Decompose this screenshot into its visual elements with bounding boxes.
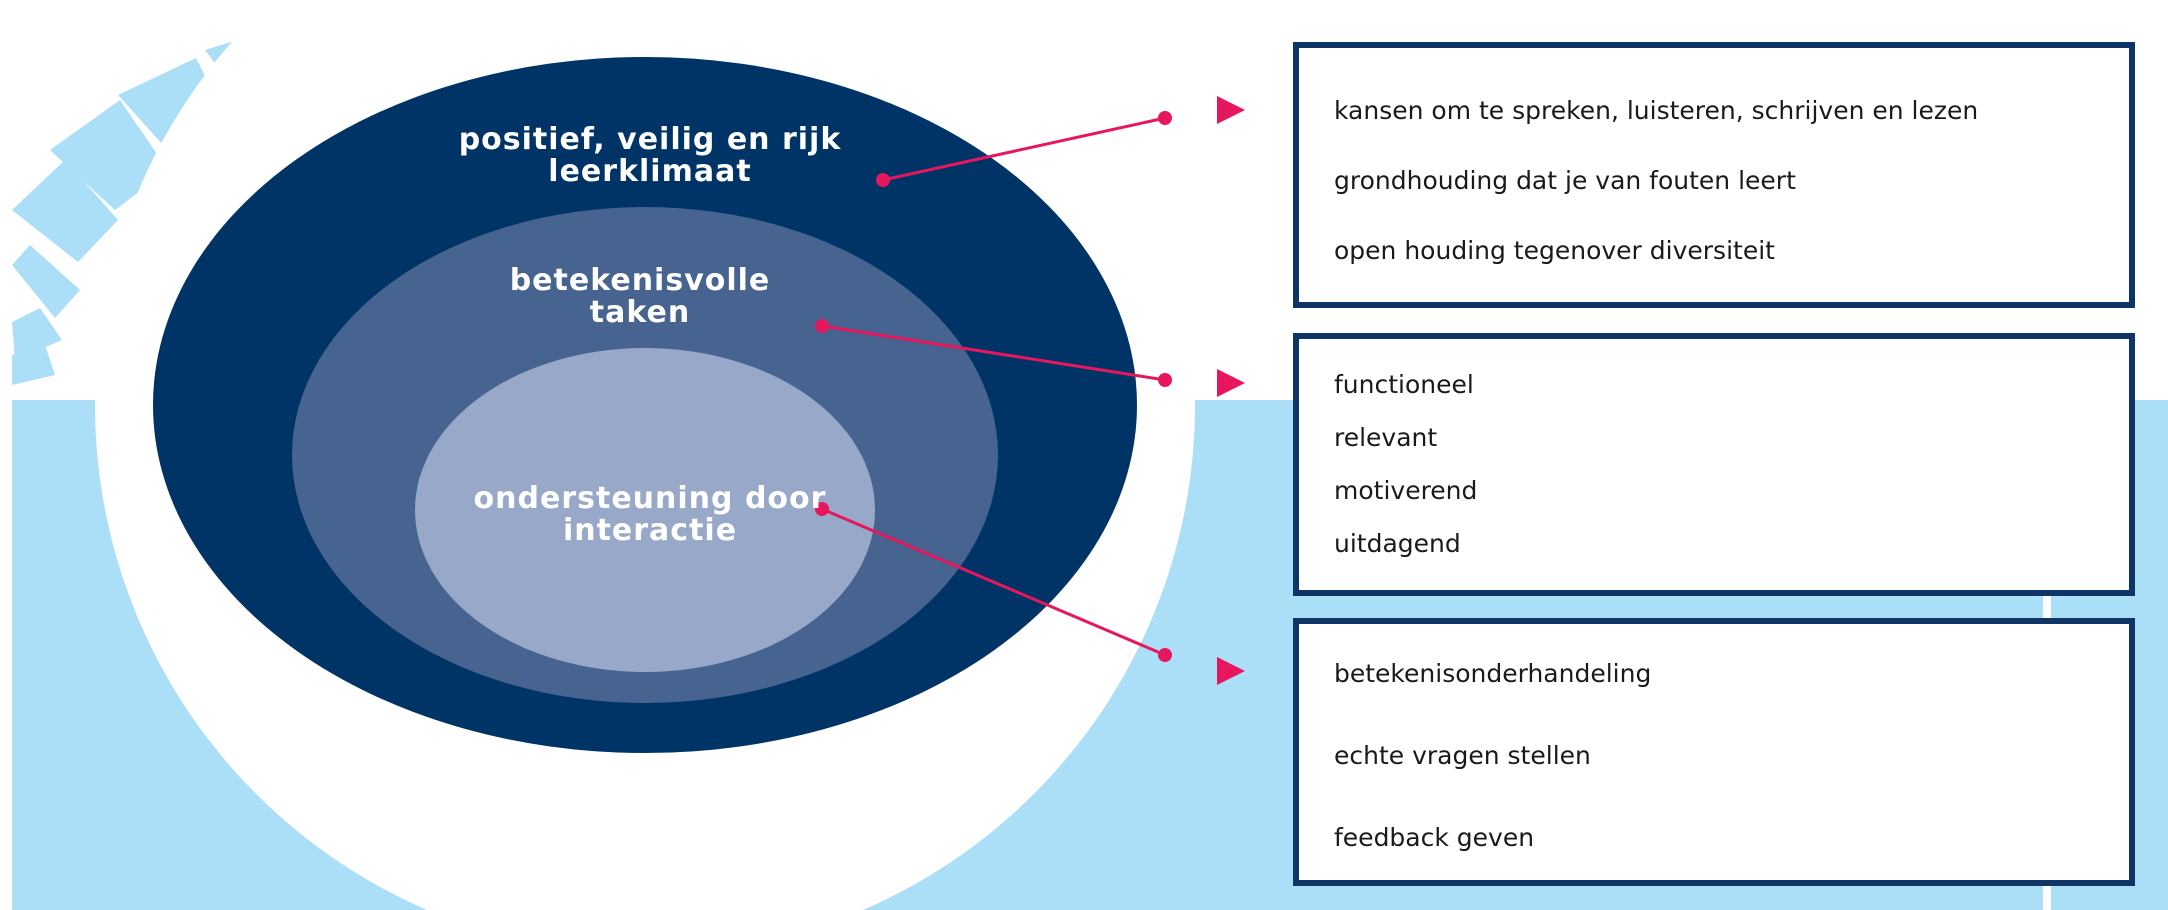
connector-line-outer bbox=[882, 116, 1166, 182]
list-item: kansen om te spreken, luisteren, schrijv… bbox=[1334, 96, 1979, 125]
ring-mask bbox=[0, 0, 12, 910]
info-box-tasks: functioneel relevant motiverend uitdagen… bbox=[1293, 333, 2135, 596]
list-item: relevant bbox=[1334, 423, 1438, 452]
middle-circle-label: betekenisvolle taken bbox=[509, 263, 771, 330]
connector-line-inner bbox=[821, 507, 1166, 657]
info-box-interaction: betekenisonderhandeling echte vragen ste… bbox=[1293, 618, 2135, 886]
connector-line-middle bbox=[821, 324, 1166, 382]
info-box-climate: kansen om te spreken, luisteren, schrijv… bbox=[1293, 42, 2135, 308]
list-item: uitdagend bbox=[1334, 529, 1461, 558]
list-item: betekenisonderhandeling bbox=[1334, 659, 1652, 688]
inner-circle bbox=[415, 348, 875, 672]
pointer-arrow bbox=[1217, 657, 1245, 685]
outer-circle-label: positief, veilig en rijk leerklimaat bbox=[458, 122, 842, 189]
inner-circle-label: ondersteuning door interactie bbox=[473, 481, 827, 548]
connector-dot bbox=[1158, 373, 1172, 387]
list-item: motiverend bbox=[1334, 476, 1478, 505]
connector-dot bbox=[876, 173, 890, 187]
connector-dot bbox=[1158, 111, 1172, 125]
list-item: grondhouding dat je van fouten leert bbox=[1334, 166, 1796, 195]
connector-dot bbox=[815, 502, 829, 516]
list-item: open houding tegenover diversiteit bbox=[1334, 236, 1775, 265]
list-item: echte vragen stellen bbox=[1334, 741, 1591, 770]
pointer-arrow bbox=[1217, 369, 1245, 397]
list-item: functioneel bbox=[1334, 370, 1474, 399]
connector-dot bbox=[815, 319, 829, 333]
connector-dot bbox=[1158, 648, 1172, 662]
list-item: feedback geven bbox=[1334, 823, 1535, 852]
pointer-arrow bbox=[1217, 96, 1245, 124]
